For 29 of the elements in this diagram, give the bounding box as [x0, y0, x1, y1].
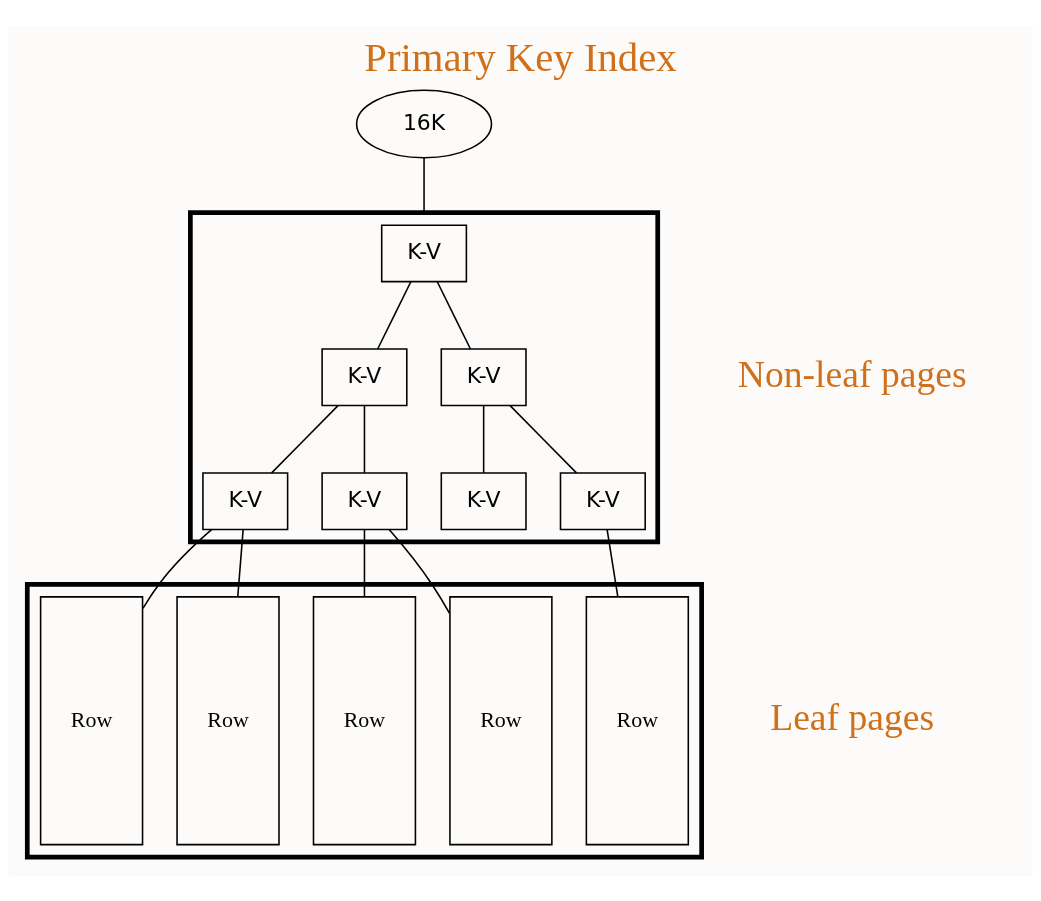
- diagram-title: Primary Key Index: [364, 34, 677, 80]
- label: Leaf pages: [770, 695, 935, 738]
- connector: [237, 528, 244, 597]
- cluster: [188, 209, 661, 544]
- connector: [509, 404, 578, 474]
- node-box: K-V: [380, 223, 468, 282]
- connector: [270, 404, 339, 474]
- connector: [606, 528, 619, 597]
- node-box: Row: [176, 595, 280, 845]
- connector: [482, 404, 485, 474]
- node-box: K-V: [321, 471, 408, 530]
- connector: [142, 528, 213, 609]
- node-box: Row: [449, 595, 553, 845]
- node-box: Row: [585, 595, 690, 845]
- connector: [436, 280, 472, 350]
- connector: [363, 528, 366, 597]
- node-ellipse: 16K: [355, 89, 493, 158]
- label: Non-leaf pages: [737, 352, 967, 395]
- node-box: K-V: [321, 347, 408, 406]
- connector: [423, 156, 425, 213]
- node-box: K-V: [559, 471, 646, 530]
- node-box: K-V: [440, 347, 527, 406]
- node-box: K-V: [440, 471, 527, 530]
- node-box: Row: [312, 595, 417, 845]
- cluster: [24, 581, 704, 860]
- node-box: K-V: [202, 471, 289, 530]
- connector: [363, 404, 366, 474]
- connector: [376, 280, 412, 350]
- node-box: Row: [39, 595, 144, 845]
